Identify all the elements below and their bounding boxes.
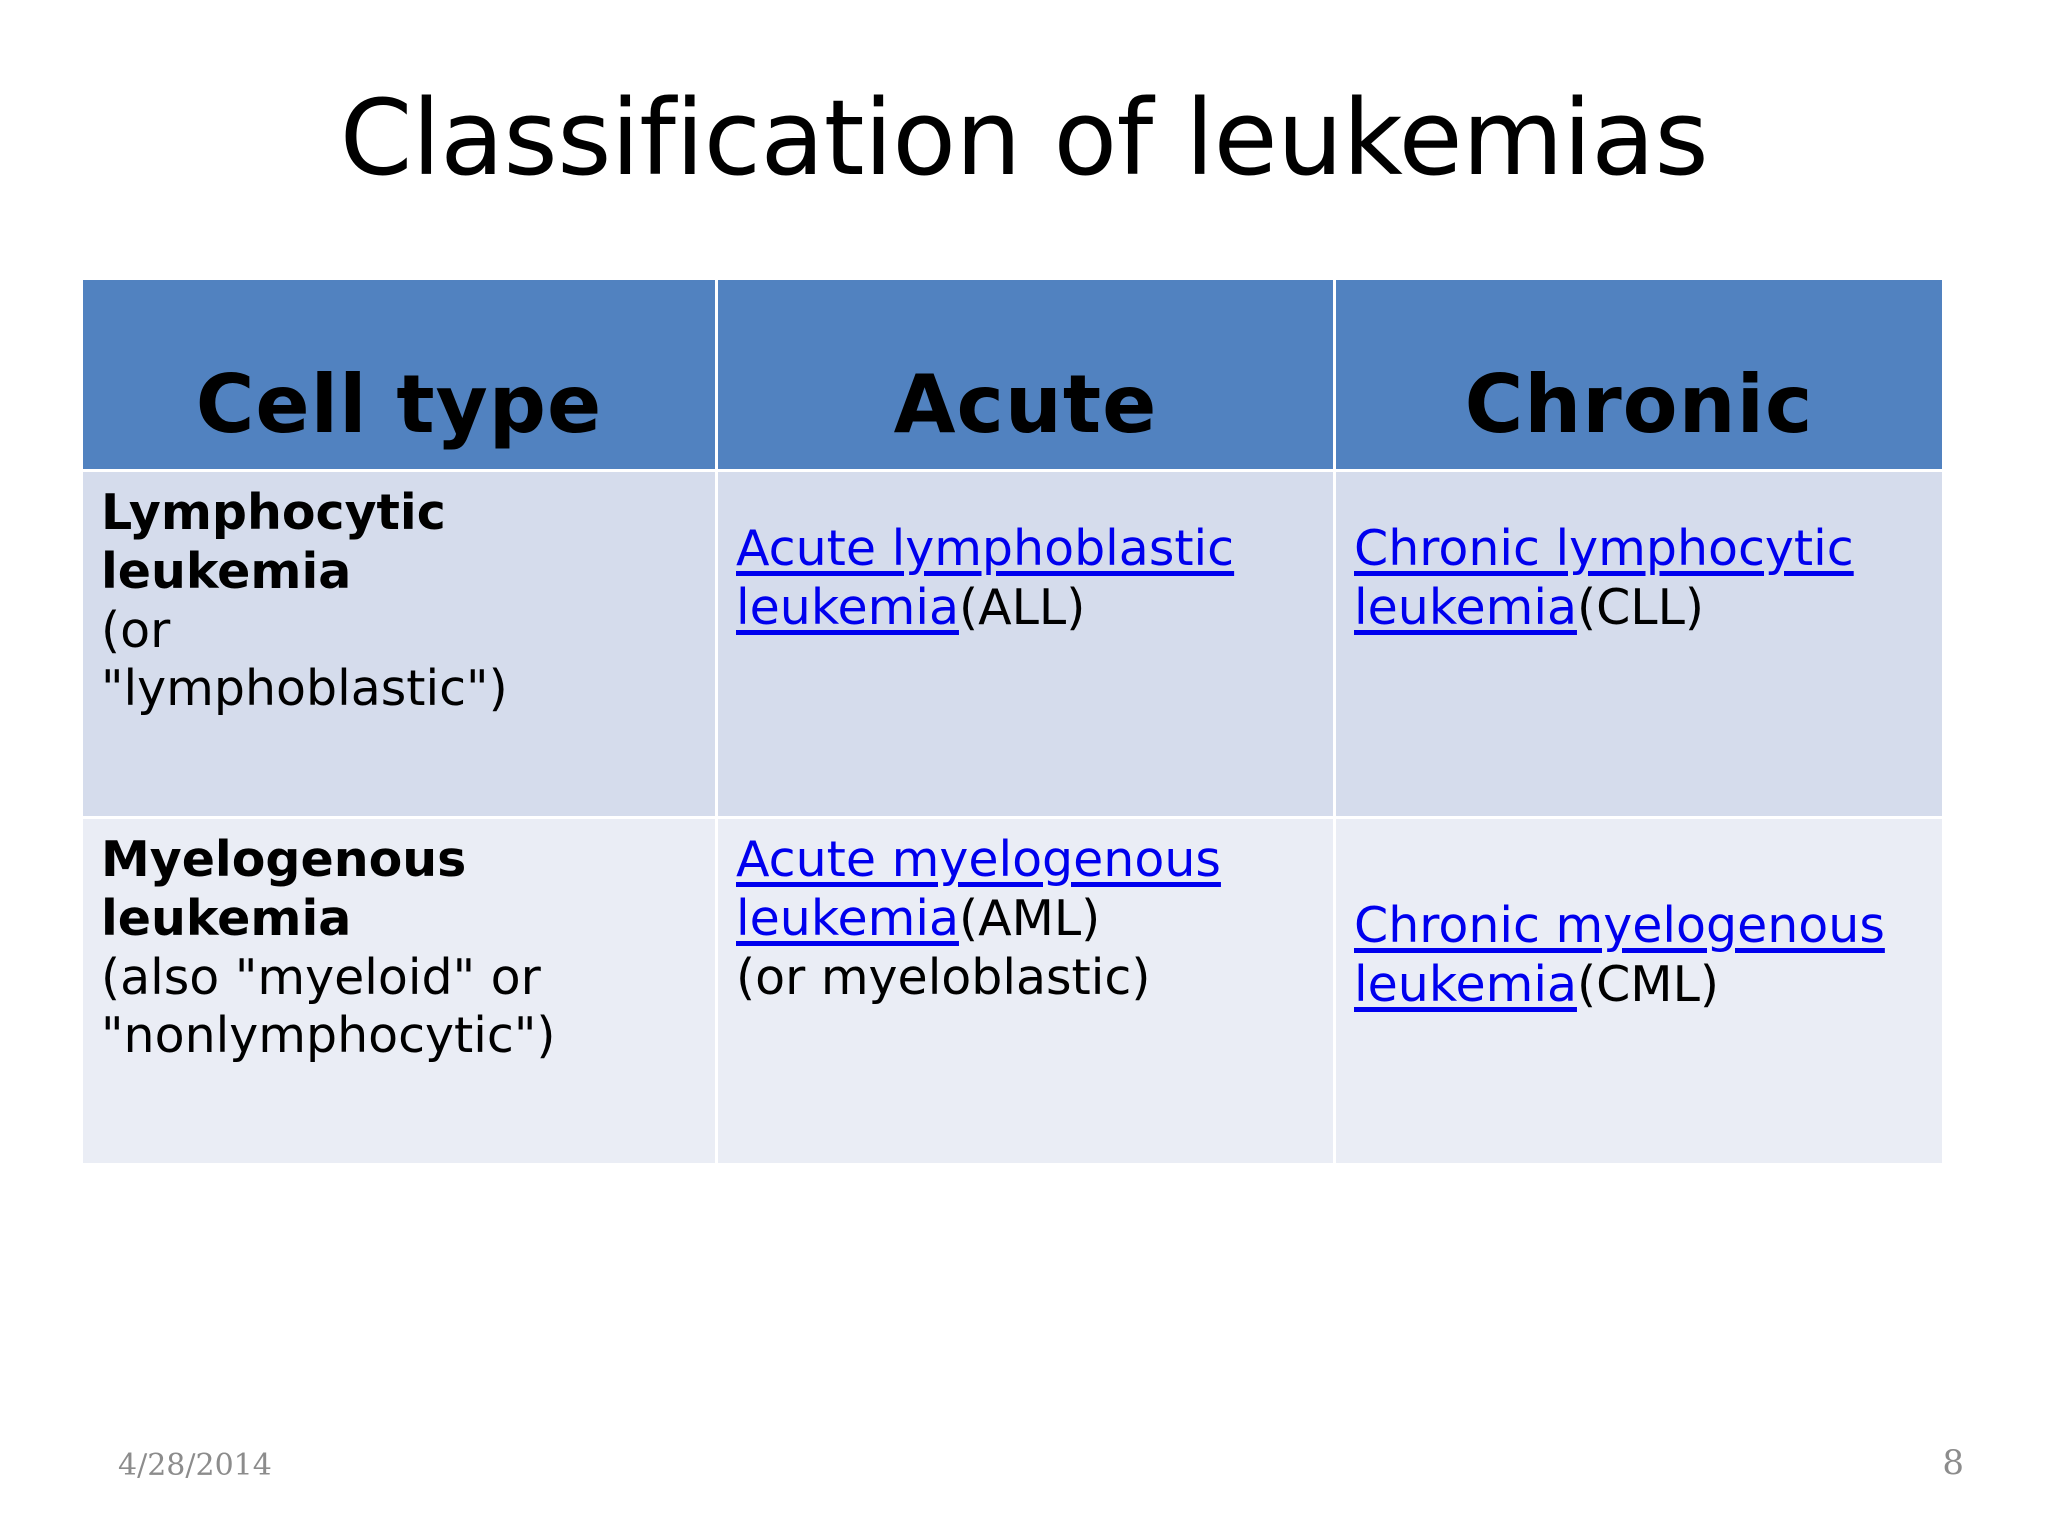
chronic-lymphocytic-cell: Chronic lymphocytic leukemia(CLL) (1336, 472, 1942, 816)
page-title: Classification of leukemias (339, 77, 1709, 199)
acute-myelogenous-abbr: (AML) (958, 889, 1101, 947)
footer-date: 4/28/2014 (118, 1448, 272, 1483)
chronic-myelogenous-abbr: (CML) (1576, 955, 1719, 1013)
table-row: Myelogenous leukemia (also "myeloid" or … (83, 819, 1942, 1163)
column-header-cell-type: Cell type (83, 280, 715, 469)
cell-type-alias-line2: "nonlymphocytic") (101, 1007, 556, 1065)
chronic-lymphocytic-leukemia-link[interactable]: Chronic lymphocytic leukemia (1354, 520, 1854, 636)
classification-table: Cell type Acute Chronic Lymphocytic leuk… (80, 277, 1945, 1166)
table-header-row: Cell type Acute Chronic (83, 280, 1942, 469)
acute-lymphoblastic-abbr: (ALL) (958, 578, 1086, 636)
acute-lymphoblastic-leukemia-link[interactable]: Acute lymphoblastic leukemia (736, 520, 1235, 636)
chronic-myelogenous-cell: Chronic myelogenous leukemia(CML) (1336, 819, 1942, 1163)
cell-type-alias-line2: "lymphoblastic") (101, 660, 508, 718)
column-header-acute: Acute (718, 280, 1333, 469)
chronic-myelogenous-leukemia-link[interactable]: Chronic myelogenous leukemia (1354, 897, 1885, 1013)
chronic-lymphocytic-abbr: (CLL) (1576, 578, 1705, 636)
cell-type-lymphocytic: Lymphocytic leukemia (or "lymphoblastic"… (83, 472, 715, 816)
cell-type-myelogenous: Myelogenous leukemia (also "myeloid" or … (83, 819, 715, 1163)
cell-type-name-line1: Lymphocytic (101, 484, 446, 541)
cell-type-alias-line1: (or (101, 601, 171, 659)
footer-page-number: 8 (1942, 1443, 1964, 1483)
acute-lymphoblastic-cell: Acute lymphoblastic leukemia(ALL) (718, 472, 1333, 816)
cell-type-name-line2: leukemia (101, 542, 352, 600)
acute-myelogenous-note: (or myeloblastic) (736, 948, 1151, 1006)
column-header-cell-type-label: Cell type (195, 358, 603, 451)
table-row: Lymphocytic leukemia (or "lymphoblastic"… (83, 472, 1942, 816)
acute-myelogenous-cell: Acute myelogenous leukemia(AML) (or myel… (718, 819, 1333, 1163)
cell-type-name-line2: leukemia (101, 889, 352, 947)
column-header-chronic: Chronic (1336, 280, 1942, 469)
column-header-chronic-label: Chronic (1464, 358, 1814, 451)
cell-type-name-line1: Myelogenous (101, 831, 467, 888)
cell-type-alias-line1: (also "myeloid" or (101, 948, 541, 1006)
acute-myelogenous-leukemia-link[interactable]: Acute myelogenous leukemia (736, 831, 1221, 947)
column-header-acute-label: Acute (893, 358, 1158, 451)
